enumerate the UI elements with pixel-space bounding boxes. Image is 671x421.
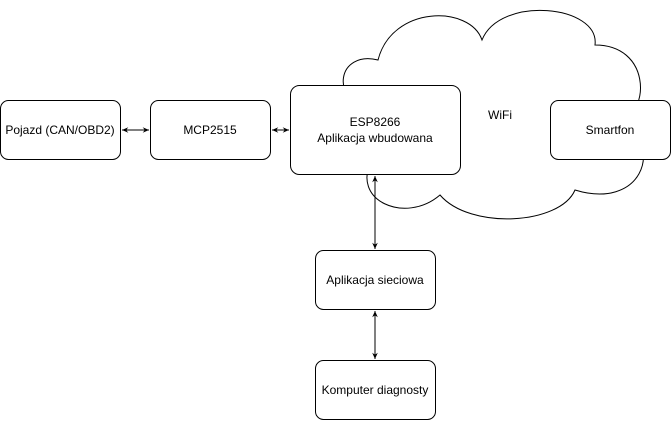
mcp2515-label: MCP2515 <box>183 123 237 137</box>
mcp2515-node: MCP2515 <box>150 100 271 160</box>
smartphone-label: Smartfon <box>586 123 635 137</box>
esp8266-title: ESP8266 <box>350 115 401 129</box>
esp8266-subtitle: Aplikacja wbudowana <box>317 131 433 145</box>
diagnostic-computer-node: Komputer diagnosty <box>315 360 436 420</box>
web-app-label: Aplikacja sieciowa <box>326 273 424 287</box>
smartphone-node: Smartfon <box>550 100 671 160</box>
wifi-label: WiFi <box>488 108 512 122</box>
vehicle-label: Pojazd (CAN/OBD2) <box>5 123 114 137</box>
web-app-node: Aplikacja sieciowa <box>315 250 436 310</box>
vehicle-node: Pojazd (CAN/OBD2) <box>0 100 121 160</box>
esp8266-node: ESP8266 Aplikacja wbudowana <box>290 85 461 175</box>
diagnostic-computer-label: Komputer diagnosty <box>322 383 429 397</box>
